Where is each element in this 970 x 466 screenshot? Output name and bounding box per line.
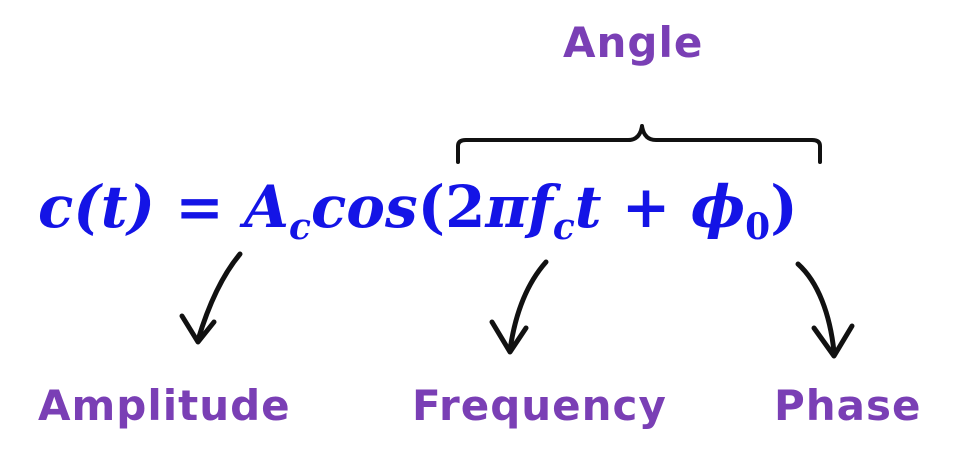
pi-symbol: π [485, 173, 528, 241]
amplitude-arrow [195, 251, 243, 343]
equation-lhs: c(t) [38, 173, 155, 241]
frequency-arrow [507, 259, 549, 353]
coefficient-two: 2 [445, 173, 486, 241]
frequency-symbol: f [527, 173, 553, 241]
phase-subscript: 0 [745, 206, 771, 248]
frequency-subscript: c [552, 206, 575, 248]
phase-arrowhead [811, 323, 855, 359]
close-paren: ) [770, 173, 798, 241]
frequency-label: Frequency [412, 381, 667, 430]
plus-sign: + [621, 173, 671, 241]
phase-symbol: ϕ [690, 173, 746, 241]
cos-function: cos [310, 173, 418, 241]
amplitude-label: Amplitude [38, 381, 291, 430]
equals-sign: = [175, 173, 224, 241]
amplitude-arrowhead [179, 313, 217, 345]
amplitude-symbol: A [244, 173, 290, 241]
open-paren: ( [417, 173, 446, 241]
time-variable: t [574, 173, 602, 241]
angle-label: Angle [563, 18, 704, 67]
phase-arrow [795, 261, 837, 355]
carrier-equation: c(t) = Accos(2πfct + ϕ0) [38, 178, 798, 245]
angle-brace [456, 124, 822, 164]
phase-label: Phase [774, 381, 922, 430]
frequency-arrowhead [489, 319, 529, 355]
amplitude-subscript: c [289, 206, 311, 248]
